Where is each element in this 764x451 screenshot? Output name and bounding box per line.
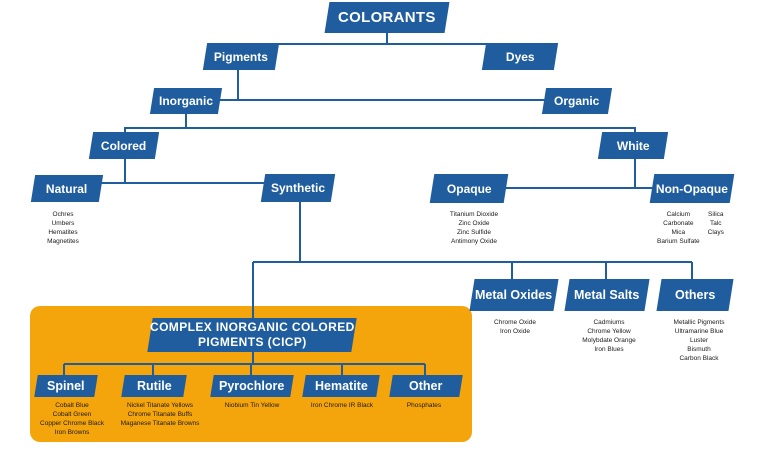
example-text: Ultramarine Blue	[674, 328, 724, 335]
example-text: Iron Chrome IR Black	[310, 402, 374, 409]
example-text: Silica	[708, 211, 724, 218]
example-text: Umbers	[51, 220, 75, 227]
example-text: Iron Blues	[594, 346, 624, 353]
opaque-examples: Titanium Dioxide Zinc Oxide Zinc Sulfide…	[441, 210, 507, 246]
node-metal-salts: Metal Salts	[564, 279, 650, 311]
node-rutile-label: Rutile	[136, 379, 172, 393]
example-text: Chrome Oxide	[494, 319, 536, 326]
example-text: Molybdate Orange	[582, 337, 636, 344]
example-text: Phosphates	[406, 402, 442, 409]
node-metal-salts-label: Metal Salts	[574, 288, 640, 302]
node-natural: Natural	[30, 175, 104, 202]
node-others-label: Others	[674, 288, 716, 302]
example-text: Luster	[689, 337, 709, 344]
example-text: Cobalt Blue	[55, 402, 89, 409]
node-white-label: White	[616, 138, 650, 153]
node-pyrochlore: Pyrochlore	[210, 375, 294, 397]
example-text: Antimony Oxide	[451, 238, 497, 245]
example-text: Titanium Dioxide	[449, 211, 499, 218]
example-text: Clays	[707, 229, 724, 236]
node-other-label: Other	[409, 379, 443, 393]
node-synthetic: Synthetic	[260, 174, 336, 202]
connector-inorganic-white	[186, 127, 636, 135]
example-text: Iron Browns	[54, 429, 90, 436]
example-text: Copper Chrome Black	[40, 420, 104, 427]
other-examples: Phosphates	[396, 401, 452, 410]
node-pigments: Pigments	[202, 43, 280, 70]
spinel-examples: Cobalt Blue Cobalt Green Copper Chrome B…	[36, 401, 108, 437]
non-opaque-col-b: Silica Talc Clays	[708, 210, 724, 246]
example-text: Zinc Oxide	[458, 220, 490, 227]
node-organic-label: Organic	[554, 94, 600, 108]
example-text: Hematites	[48, 229, 78, 236]
node-opaque-label: Opaque	[446, 181, 492, 196]
example-text: Ochres	[52, 211, 74, 218]
node-inorganic: Inorganic	[149, 88, 223, 114]
metal-oxides-examples: Chrome Oxide Iron Oxide	[487, 318, 543, 336]
example-text: Magnetites	[47, 238, 79, 245]
node-colored: Colored	[88, 132, 160, 159]
node-spinel: Spinel	[34, 375, 98, 397]
node-colorants-label: COLORANTS	[338, 9, 436, 26]
example-text: Zinc Sulfide	[457, 229, 491, 236]
connector-inorganic	[124, 112, 187, 135]
example-text: Iron Oxide	[500, 328, 530, 335]
node-natural-label: Natural	[46, 181, 88, 196]
example-text: Carbonate	[663, 220, 694, 227]
pyrochlore-examples: Niobium Tin Yellow	[216, 401, 288, 410]
example-text: Metallic Pigments	[673, 319, 725, 326]
node-pyrochlore-label: Pyrochlore	[219, 379, 285, 393]
node-opaque: Opaque	[429, 174, 509, 203]
example-text: Carbon Black	[679, 355, 719, 362]
example-text: Calcium	[666, 211, 691, 218]
example-text: Chrome Titanate Buffs	[127, 411, 193, 418]
cicp-line-1: COMPLEX INORGANIC COLORED	[149, 320, 355, 334]
example-text: Niobium Tin Yellow	[224, 402, 280, 409]
node-synthetic-label: Synthetic	[270, 181, 325, 195]
example-text: Cadmiums	[593, 319, 625, 326]
example-text: Bismuth	[687, 346, 711, 353]
node-cicp: COMPLEX INORGANIC COLORED PIGMENTS (CICP…	[147, 318, 357, 352]
example-text: Mica	[671, 229, 686, 236]
node-dyes-label: Dyes	[505, 49, 535, 64]
example-text: Talc	[709, 220, 722, 227]
hematite-examples: Iron Chrome IR Black	[304, 401, 380, 410]
example-text: Maganese Titanate Browns	[120, 420, 200, 427]
node-cicp-label: COMPLEX INORGANIC COLORED PIGMENTS (CICP…	[150, 320, 355, 350]
node-spinel-label: Spinel	[47, 379, 85, 393]
node-inorganic-label: Inorganic	[158, 94, 213, 108]
node-non-opaque: Non-Opaque	[649, 174, 735, 203]
node-others: Others	[656, 279, 734, 311]
example-text: Nickel Titanate Yellows	[126, 402, 194, 409]
natural-examples: Ochres Umbers Hematites Magnetites	[33, 210, 93, 246]
example-text: Cobalt Green	[52, 411, 92, 418]
node-other: Other	[389, 375, 463, 397]
node-hematite-label: Hematite	[314, 379, 368, 393]
non-opaque-col-a: Calcium Carbonate Mica Barium Sulfate	[657, 210, 700, 246]
others-examples: Metallic Pigments Ultramarine Blue Luste…	[664, 318, 734, 363]
node-metal-oxides-label: Metal Oxides	[475, 288, 553, 302]
non-opaque-examples: Calcium Carbonate Mica Barium Sulfate Si…	[657, 210, 724, 246]
node-colored-label: Colored	[101, 138, 147, 153]
node-hematite: Hematite	[302, 375, 380, 397]
cicp-line-2: PIGMENTS (CICP)	[197, 335, 307, 349]
node-rutile: Rutile	[121, 375, 187, 397]
metal-salts-examples: Cadmiums Chrome Yellow Molybdate Orange …	[576, 318, 642, 354]
node-colorants: COLORANTS	[324, 2, 450, 33]
node-pigments-label: Pigments	[213, 49, 268, 64]
example-text: Barium Sulfate	[657, 238, 700, 245]
rutile-examples: Nickel Titanate Yellows Chrome Titanate …	[118, 401, 202, 428]
node-organic: Organic	[541, 88, 613, 114]
node-white: White	[597, 132, 669, 159]
node-non-opaque-label: Non-Opaque	[656, 181, 728, 196]
example-text: Chrome Yellow	[587, 328, 631, 335]
node-metal-oxides: Metal Oxides	[469, 279, 559, 311]
node-dyes: Dyes	[481, 43, 559, 70]
